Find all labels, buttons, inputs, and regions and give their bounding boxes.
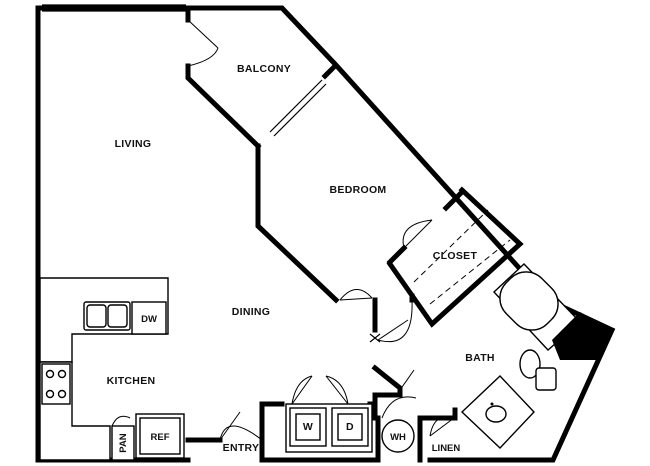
bath-west-wall <box>371 364 403 421</box>
toilet-bowl <box>519 349 541 379</box>
burner <box>45 369 55 379</box>
laundry <box>259 369 423 463</box>
laundry-door-leaf <box>325 375 349 405</box>
bedroom-door-leaf <box>339 297 373 301</box>
laundry-door-swing <box>325 375 349 405</box>
dishwasher <box>131 301 167 335</box>
room-label-living: LIVING <box>115 138 152 150</box>
pantry <box>111 425 135 461</box>
wh-closet-walls <box>375 415 423 463</box>
balcony-sliding-door <box>269 79 323 133</box>
balcony-walls <box>185 5 339 150</box>
burner <box>57 389 67 399</box>
living-windows <box>42 4 186 12</box>
burner <box>45 389 55 399</box>
sink-bowl-right <box>107 304 128 328</box>
dryer-inner <box>337 413 363 441</box>
closet-shelf-line <box>413 209 489 283</box>
bath-south-inner <box>417 407 458 421</box>
bedroom-door-swing <box>339 289 373 301</box>
fixture-label-water-heater: WH <box>390 432 406 443</box>
fixture-label-dryer: D <box>346 421 354 433</box>
faucet <box>490 402 494 406</box>
closet-north-wall <box>442 188 466 212</box>
room-label-dining: DINING <box>232 306 271 318</box>
room-label-balcony: BALCONY <box>237 63 291 75</box>
room-label-entry: ENTRY <box>223 442 260 454</box>
room-label-bath: BATH <box>465 352 495 364</box>
balcony-south-wall <box>185 63 262 150</box>
west-and-north-wall <box>35 5 191 463</box>
entry-door-swing <box>219 425 263 441</box>
shaft <box>552 312 612 360</box>
closet-details <box>402 209 511 305</box>
kitchen <box>39 277 185 461</box>
cooktop <box>41 363 71 405</box>
fixture-label-refrigerator: REF <box>151 432 170 443</box>
pantry-door-swing <box>111 415 131 427</box>
bedroom-door <box>339 289 413 343</box>
wh-door <box>399 369 415 391</box>
laundry-door-leaf <box>291 375 313 405</box>
washer-inner <box>295 413 321 441</box>
balcony-sliding-door <box>273 83 327 137</box>
bedroom-walls <box>255 143 524 333</box>
linen-door-leaf <box>429 417 455 437</box>
closet-door-swing <box>402 219 433 249</box>
closet-west-wall <box>386 244 408 266</box>
bath <box>371 263 612 449</box>
fixture-label-dishwasher: DW <box>141 314 157 325</box>
balcony-east-wall <box>321 62 339 80</box>
closet-door-leaf <box>403 219 433 249</box>
sink <box>485 405 507 423</box>
door-stop <box>369 333 381 343</box>
room-label-linen: LINEN <box>432 443 461 454</box>
wh-door-swing <box>381 396 417 419</box>
laundry-door-swing <box>291 375 313 405</box>
balcony-door-swing <box>187 47 219 67</box>
burner <box>57 369 67 379</box>
water-heater <box>381 419 415 453</box>
sink-bowl-left <box>86 304 107 328</box>
toilet-tank <box>535 367 557 391</box>
closet-shelf-line <box>429 239 511 305</box>
bath-door-leaf <box>377 319 409 341</box>
fixture-label-washer: W <box>303 421 313 433</box>
linen-door-swing <box>429 416 455 437</box>
balcony-door-leaf <box>187 19 219 49</box>
room-label-closet: CLOSET <box>433 250 478 262</box>
entry-door <box>185 411 263 443</box>
bathtub-basin <box>499 271 559 331</box>
bedroom-west-wall <box>255 143 340 304</box>
fixture-label-pantry: PAN <box>118 433 129 452</box>
room-label-bedroom: BEDROOM <box>330 184 387 196</box>
room-label-kitchen: KITCHEN <box>107 375 156 387</box>
refrigerator-inner <box>139 417 181 455</box>
bath-door-swing <box>377 299 413 342</box>
